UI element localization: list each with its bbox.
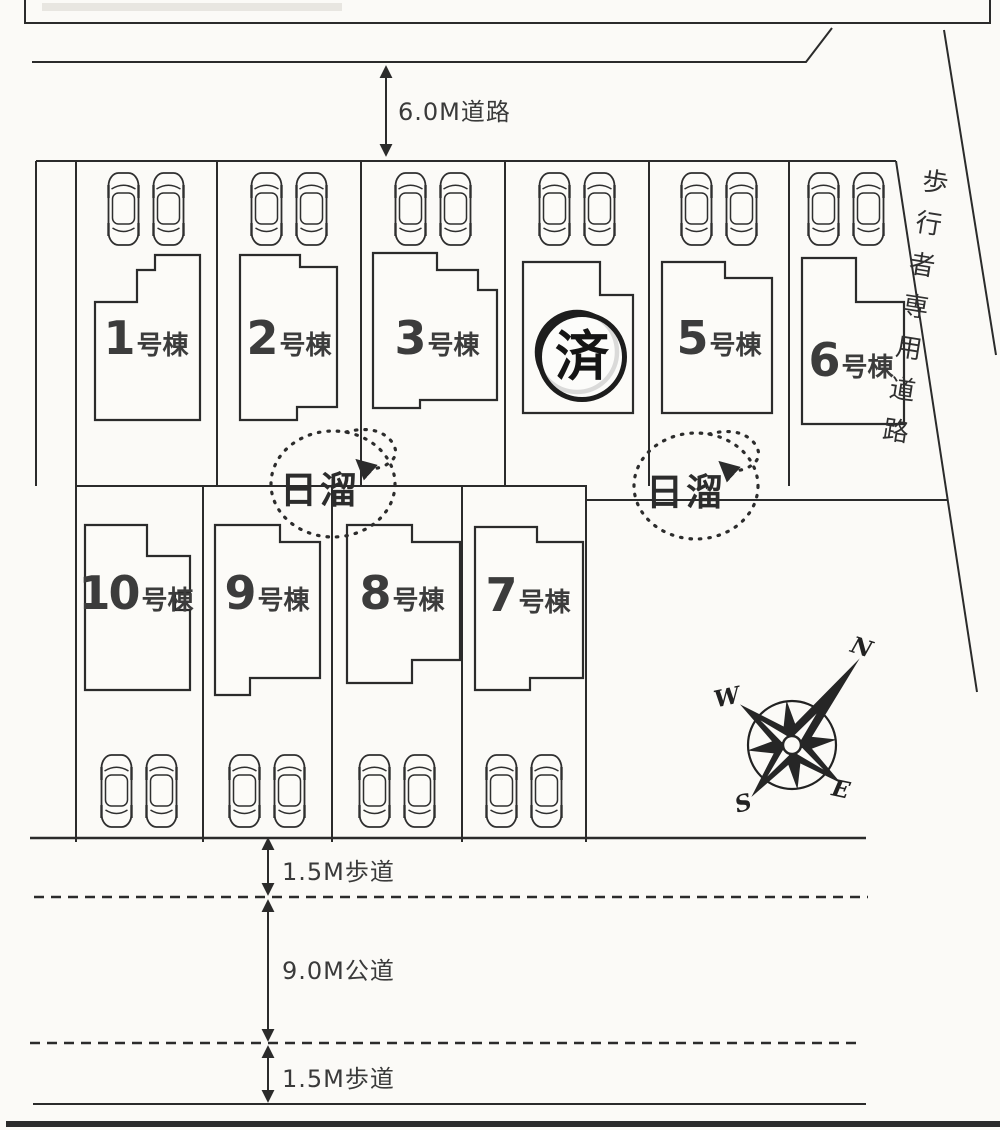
house-9 bbox=[213, 523, 322, 697]
compass-hub bbox=[781, 734, 803, 756]
lot-9-label: 9 号棟 bbox=[224, 570, 309, 617]
lot-1-suffix: 号棟 bbox=[136, 331, 189, 362]
house-10 bbox=[83, 523, 192, 692]
lot-7-suffix: 号棟 bbox=[518, 588, 571, 619]
pedestrian-road-west-edge bbox=[895, 160, 978, 693]
lot-5-label: 5 号棟 bbox=[676, 315, 761, 362]
lot-9-number: 9 bbox=[224, 566, 256, 621]
house-3 bbox=[371, 251, 499, 410]
lot-6-number: 6 bbox=[808, 333, 840, 388]
lot-1-number: 1 bbox=[103, 311, 135, 366]
lot-4-sold-stamp: 済 bbox=[537, 312, 627, 402]
lot-6-label: 6 号棟 bbox=[808, 337, 893, 384]
lot-10-label: 10 号棟 bbox=[78, 570, 193, 617]
parking-top-row bbox=[107, 171, 885, 247]
lot-10-suffix: 号棟 bbox=[141, 586, 194, 617]
sun-spot-label-2: 日溜 bbox=[646, 471, 726, 514]
compass-circle bbox=[746, 699, 838, 791]
house-6 bbox=[800, 256, 906, 426]
row-divider bbox=[76, 485, 947, 501]
lot-7-label: 7 号棟 bbox=[485, 572, 570, 619]
lot-3-suffix: 号棟 bbox=[427, 331, 480, 362]
house-2 bbox=[238, 253, 339, 422]
sun-spot-label-1: 日溜 bbox=[280, 469, 360, 512]
lot-8-label: 8 号棟 bbox=[359, 570, 444, 617]
lot-5-suffix: 号棟 bbox=[709, 331, 762, 362]
house-1 bbox=[93, 253, 202, 422]
north-road-label: 6.0M道路 bbox=[398, 98, 511, 126]
lot-8-number: 8 bbox=[359, 566, 391, 621]
lot-2-suffix: 号棟 bbox=[279, 331, 332, 362]
sun-swirl-arrow-2 bbox=[707, 430, 761, 483]
lot-6-suffix: 号棟 bbox=[841, 353, 894, 384]
lot-9-suffix: 号棟 bbox=[257, 586, 310, 617]
compass-rose bbox=[739, 658, 860, 798]
sun-spot-circle-1 bbox=[269, 429, 397, 539]
sun-spot-circle-2 bbox=[632, 431, 760, 541]
sun-swirl-arrow-1 bbox=[344, 428, 398, 481]
house-5 bbox=[660, 260, 774, 415]
house-7 bbox=[473, 525, 585, 692]
sun-spot-circles bbox=[269, 428, 761, 541]
south-roads bbox=[6, 895, 1000, 1127]
compass-west-label: W bbox=[711, 681, 743, 714]
lot-3-label: 3 号棟 bbox=[394, 315, 479, 362]
lot-2-number: 2 bbox=[246, 311, 278, 366]
lot-10-number: 10 bbox=[78, 566, 140, 621]
lot-8-suffix: 号棟 bbox=[392, 586, 445, 617]
faded-scan-text bbox=[42, 3, 342, 11]
lot-3-number: 3 bbox=[394, 311, 426, 366]
houses bbox=[83, 251, 906, 697]
lot-boundaries bbox=[30, 160, 947, 842]
upper-sidewalk-label: 1.5M歩道 bbox=[282, 858, 395, 886]
compass-white-points bbox=[760, 713, 824, 777]
dimension-arrows bbox=[261, 65, 393, 1103]
lot-2-label: 2 号棟 bbox=[246, 315, 331, 362]
lot-5-number: 5 bbox=[676, 311, 708, 366]
lot-7-number: 7 bbox=[485, 568, 517, 623]
lot-1-label: 1 号棟 bbox=[103, 315, 188, 362]
north-road-edge bbox=[32, 27, 833, 63]
house-8 bbox=[345, 523, 462, 685]
pedestrian-road-east-edge bbox=[943, 29, 997, 356]
compass-north-arm bbox=[792, 658, 860, 742]
compass-minor-arms bbox=[747, 700, 837, 790]
compass-star bbox=[739, 658, 860, 798]
lower-sidewalk-label: 1.5M歩道 bbox=[282, 1065, 395, 1093]
public-road-label: 9.0M公道 bbox=[282, 957, 395, 985]
top-neighbor-parcel-outline bbox=[24, 0, 991, 24]
